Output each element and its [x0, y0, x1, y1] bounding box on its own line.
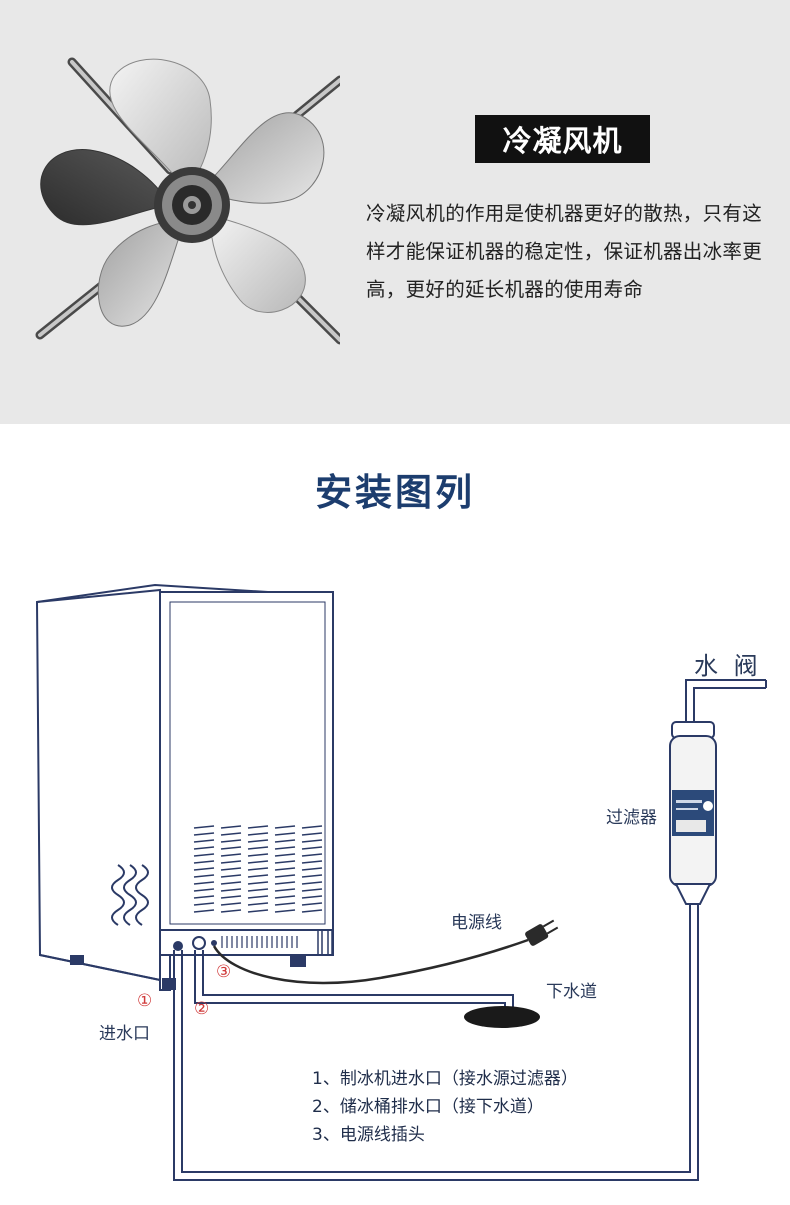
floor-drain [464, 1006, 540, 1028]
legend-item: 2、储冰桶排水口（接下水道） [312, 1097, 544, 1117]
machine-side-panel [35, 588, 161, 982]
fan-description: 冷凝风机的作用是使机器更好的散热，只有这样才能保证机器的稳定性，保证机器出冰率更… [366, 202, 763, 301]
marker-2: ② [194, 999, 210, 1019]
front-vents [193, 825, 323, 913]
condenser-fan-image [35, 57, 340, 345]
inlet-port [173, 941, 183, 951]
valve-pipe [685, 679, 767, 728]
fan-title: 冷凝风机 [475, 115, 650, 163]
side-vents [111, 864, 149, 926]
power-port [211, 940, 217, 946]
fan-section: 冷凝风机 冷凝风机的作用是使机器更好的散热，只有这样才能保证机器的稳定性，保证机… [0, 0, 790, 424]
legend-list: 1、制冰机进水口（接水源过滤器） 2、储冰桶排水口（接下水道） 3、电源线插头 [312, 1065, 578, 1149]
drain-port [192, 936, 206, 950]
legend-item: 1、制冰机进水口（接水源过滤器） [312, 1069, 578, 1089]
filter-label: 过滤器 [606, 808, 657, 828]
machine-front-panel [159, 591, 334, 931]
drain-label: 下水道 [546, 982, 597, 1002]
legend-item: 3、电源线插头 [312, 1125, 425, 1145]
installation-diagram [35, 583, 767, 1181]
power-plug-icon [525, 919, 559, 946]
install-title: 安装图列 [315, 471, 475, 514]
water-filter [669, 721, 717, 905]
power-cord [212, 938, 529, 985]
marker-1: ① [137, 991, 153, 1011]
inlet-label: 进水口 [99, 1024, 150, 1044]
inlet-pipe [173, 900, 699, 1181]
valve-label: 水 阀 [694, 652, 762, 680]
marker-3: ③ [216, 962, 232, 982]
power-cord-label: 电源线 [451, 913, 502, 933]
